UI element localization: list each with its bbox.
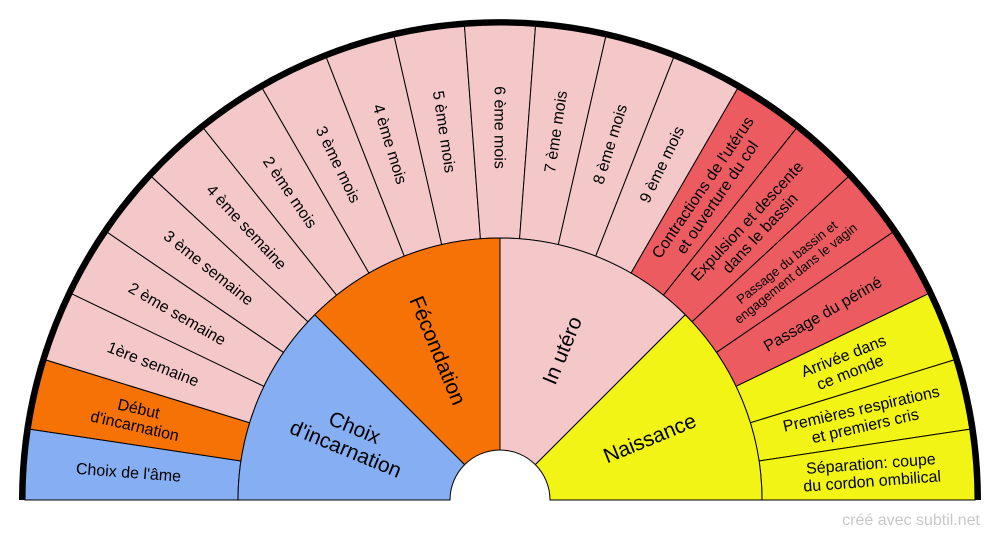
inner-segment[interactable] [534,314,763,501]
inner-segment[interactable] [499,237,686,466]
credit-watermark: créé avec subtil.net [842,512,980,529]
inner-segment[interactable] [237,314,466,501]
outer-border-arc [19,19,981,501]
outer-segment-label: 6 ème mois [490,86,507,169]
inner-segment[interactable] [314,237,501,466]
outer-segment-label-line: 6 ème mois [490,86,507,169]
